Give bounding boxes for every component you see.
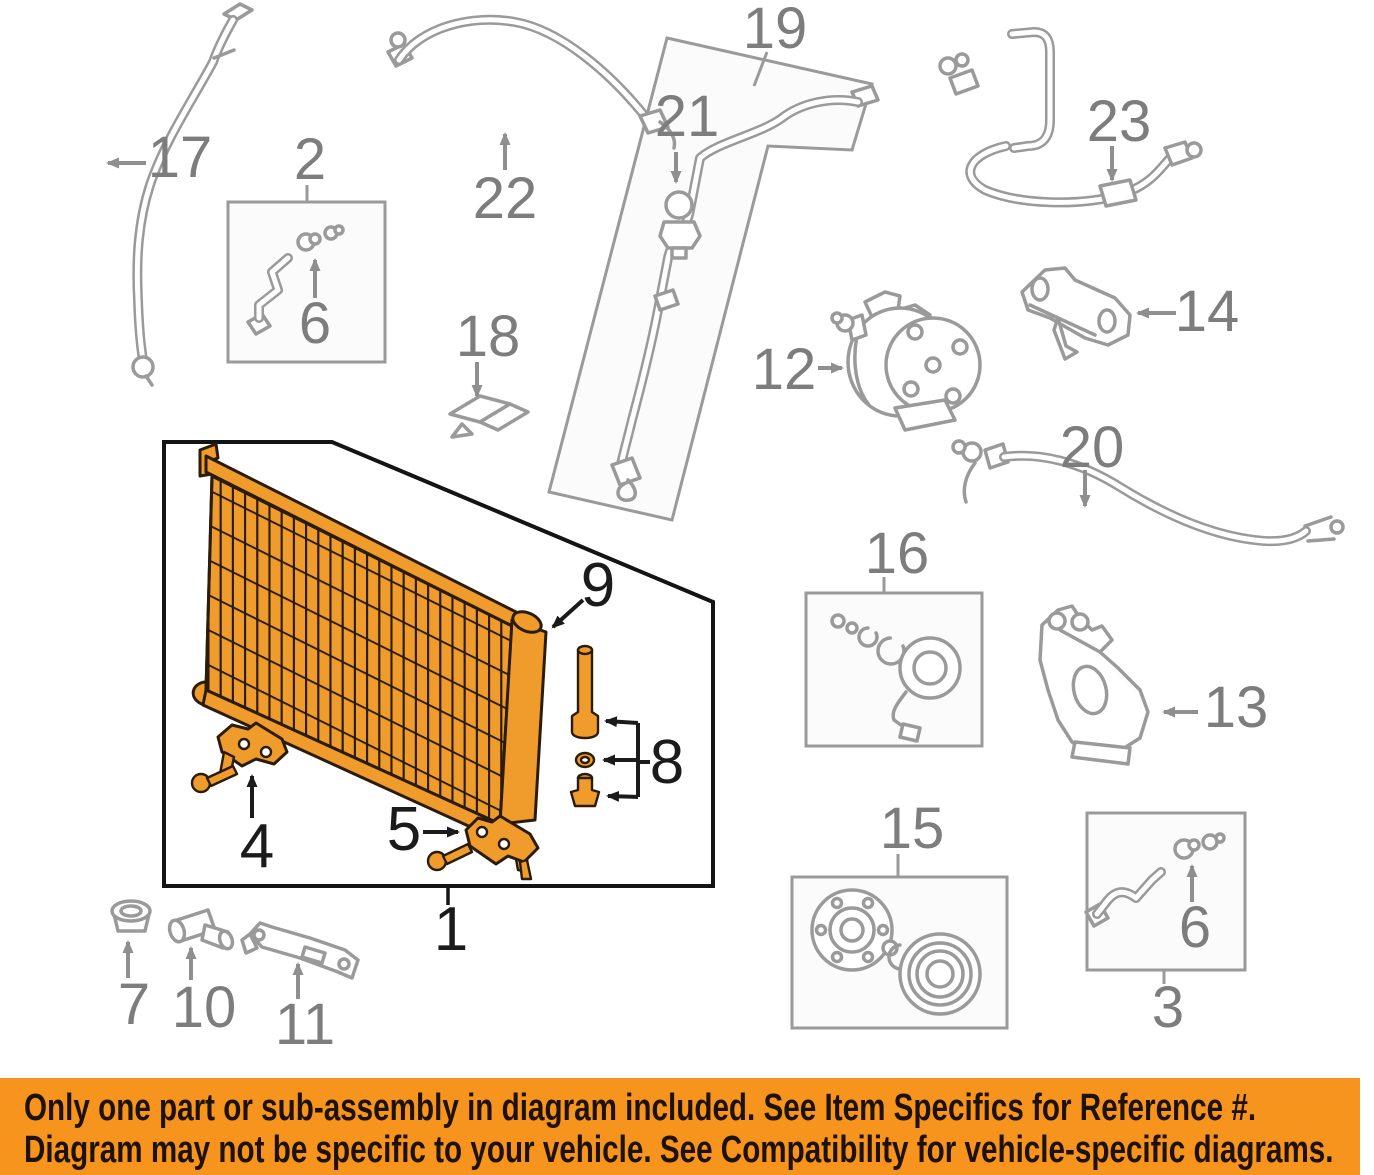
callout-17: 17 bbox=[147, 125, 213, 190]
callout-18: 18 bbox=[455, 304, 521, 369]
part-12-compressor bbox=[818, 290, 982, 432]
panel-19 bbox=[547, 36, 874, 522]
part-15-clutch-set bbox=[810, 888, 982, 1016]
callout-5: 5 bbox=[386, 795, 422, 864]
part-22-hose bbox=[386, 14, 677, 170]
part-8-dryer-set bbox=[569, 644, 650, 808]
part-5-mount-bracket bbox=[423, 814, 540, 881]
callout-14: 14 bbox=[1174, 279, 1240, 344]
callout-11: 11 bbox=[274, 992, 336, 1057]
part-1-condenser bbox=[191, 442, 548, 874]
part-14-bracket bbox=[1020, 266, 1176, 361]
callout-9: 9 bbox=[580, 551, 616, 620]
part-10-sensor bbox=[167, 908, 235, 980]
callout-23: 23 bbox=[1086, 89, 1152, 154]
part-7-grommet bbox=[110, 899, 152, 978]
part-6b-pipe-clamp bbox=[1084, 832, 1226, 928]
part-4-mount-bracket bbox=[190, 721, 289, 818]
part-21-pressure-switch bbox=[658, 152, 702, 260]
callout-6a: 6 bbox=[298, 291, 332, 356]
callout-20: 20 bbox=[1059, 415, 1125, 480]
callout-2: 2 bbox=[293, 127, 327, 192]
callout-22: 22 bbox=[472, 166, 538, 231]
callout-15: 15 bbox=[879, 796, 945, 861]
callout-1: 1 bbox=[433, 895, 469, 964]
part-18-bracket bbox=[448, 362, 530, 439]
disclaimer-line-1: Only one part or sub-assembly in diagram… bbox=[24, 1087, 1257, 1129]
callout-21: 21 bbox=[654, 84, 720, 149]
callout-7: 7 bbox=[117, 972, 151, 1037]
callout-8: 8 bbox=[649, 728, 685, 797]
callout-16: 16 bbox=[864, 521, 930, 586]
callout-10: 10 bbox=[171, 975, 237, 1040]
part-17-hose bbox=[106, 2, 254, 387]
part-11-bracket bbox=[240, 921, 360, 999]
callout-12: 12 bbox=[751, 337, 817, 402]
callout-19: 19 bbox=[742, 0, 808, 61]
disclaimer-banner: Only one part or sub-assembly in diagram… bbox=[0, 1078, 1360, 1175]
part-20-pipe bbox=[951, 439, 1345, 547]
part-23-hose bbox=[938, 27, 1203, 208]
diagram-art bbox=[106, 2, 1345, 1030]
callout-3: 3 bbox=[1151, 975, 1185, 1040]
part-16-coil-set bbox=[830, 613, 962, 743]
disclaimer-line-2: Diagram may not be specific to your vehi… bbox=[24, 1129, 1334, 1171]
callout-13: 13 bbox=[1203, 675, 1269, 740]
callout-4: 4 bbox=[239, 812, 275, 881]
part-6a-pipe-clamp bbox=[246, 224, 345, 336]
callout-6b: 6 bbox=[1178, 895, 1212, 960]
part-9-arrow bbox=[551, 598, 585, 629]
part-13-bracket bbox=[1038, 604, 1198, 766]
box-2 bbox=[226, 185, 387, 364]
